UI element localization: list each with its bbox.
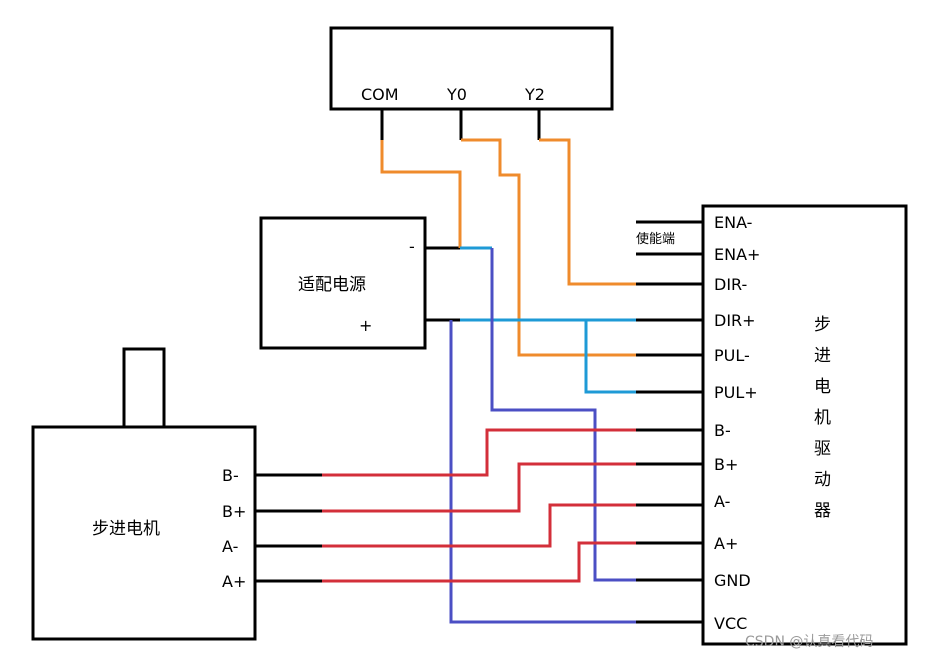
driver-pin-b-plus: B+: [714, 455, 738, 474]
driver-pin-dir-plus: DIR+: [714, 311, 756, 330]
wire-supply-minus-to-gnd: [490, 248, 636, 582]
power-supply-box: [259, 216, 427, 350]
controller-pin-y0: Y0: [446, 85, 467, 104]
wire-motor-b-minus: [322, 428, 636, 477]
wire-y2-to-dir-minus: [539, 138, 636, 286]
controller-box: [329, 26, 614, 111]
wire-y0-to-pul-minus: [461, 138, 636, 357]
motor-pin-b-minus: B-: [222, 466, 239, 485]
motor-pin-a-plus: A+: [222, 572, 246, 591]
driver-title-char: 器: [814, 501, 831, 521]
driver-title-char: 电: [814, 377, 831, 397]
driver-box: [701, 204, 908, 646]
wire-supply-plus-to-vcc: [449, 320, 636, 624]
driver-pin-a-minus: A-: [714, 492, 730, 511]
motor-pin-b-plus: B+: [222, 502, 246, 521]
power-supply-plus-label: +: [359, 316, 372, 335]
driver-title-char: 动: [814, 470, 831, 490]
controller-pin-com: COM: [361, 85, 399, 104]
driver-pin-b-minus: B-: [714, 421, 731, 440]
wire-motor-a-plus: [322, 541, 636, 583]
driver-pin-a-plus: A+: [714, 534, 738, 553]
driver-pin-dir-minus: DIR-: [714, 275, 747, 294]
watermark: CSDN @认真看代码: [745, 634, 873, 650]
driver-title-char: 进: [814, 346, 831, 366]
controller-pin-y2: Y2: [524, 85, 545, 104]
driver-pin-ena-minus: ENA-: [714, 213, 752, 232]
power-supply-minus-label: -: [409, 237, 415, 256]
motor-shaft: [122, 347, 166, 429]
wire-com-to-supply-minus: [380, 140, 462, 248]
wire-motor-b-plus: [322, 462, 636, 513]
driver-pin-ena-plus: ENA+: [714, 245, 760, 264]
driver-pin-pul-plus: PUL+: [714, 383, 758, 402]
power-supply-title: 适配电源: [298, 275, 366, 295]
driver-title: 步 进 电 机 驱 动 器: [814, 315, 831, 521]
driver-title-char: 机: [814, 408, 831, 428]
motor-title: 步进电机: [92, 519, 160, 539]
enable-terminal-label: 使能端: [636, 231, 675, 247]
motor-box: [31, 425, 257, 641]
driver-title-char: 驱: [814, 439, 831, 459]
driver-pin-pul-minus: PUL-: [714, 346, 750, 365]
driver-pin-gnd: GND: [714, 571, 751, 590]
wire-motor-a-minus: [322, 503, 636, 548]
wire-supply-plus-to-pul-plus: [584, 320, 636, 394]
motor-pin-a-minus: A-: [222, 537, 238, 556]
driver-title-char: 步: [814, 315, 831, 335]
driver-pin-vcc: VCC: [714, 614, 747, 633]
